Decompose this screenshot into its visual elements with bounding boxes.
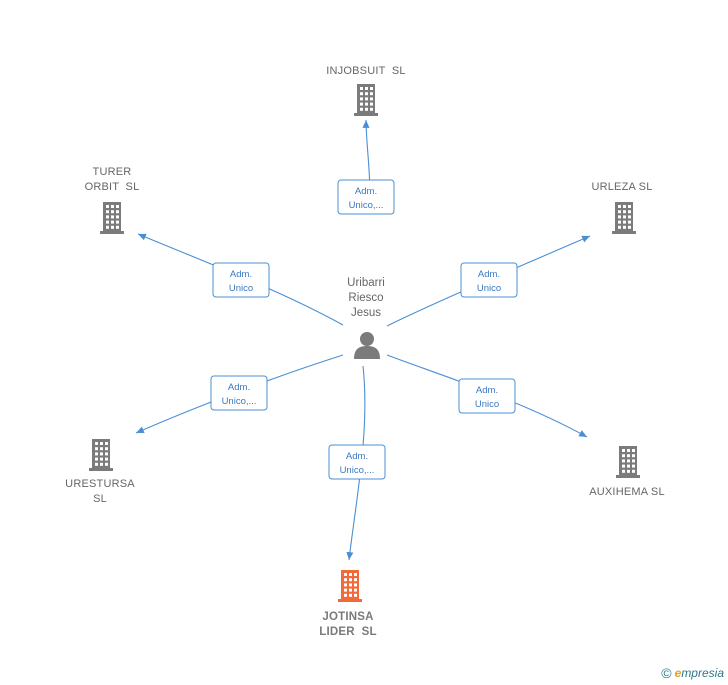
center-person-node[interactable]: Uribarri Riesco Jesus bbox=[347, 277, 385, 359]
role-text-line: Unico bbox=[475, 399, 499, 410]
company-name-line: INJOBSUIT SL bbox=[326, 65, 405, 77]
brand-first-letter: e bbox=[674, 666, 682, 680]
role-badge-urleza[interactable]: Adm. Unico bbox=[460, 262, 518, 298]
footer-brand: © empresia bbox=[661, 665, 724, 681]
role-badge-turer[interactable]: Adm. Unico bbox=[212, 262, 270, 298]
company-name-line: JOTINSA bbox=[322, 611, 373, 623]
building-icon bbox=[612, 202, 636, 234]
company-name-line: ORBIT SL bbox=[85, 181, 140, 193]
role-badge-auxihema[interactable]: Adm. Unico bbox=[458, 378, 516, 414]
role-text-line: Unico bbox=[229, 283, 253, 294]
company-name-line: TURER bbox=[93, 166, 132, 178]
person-name-line: Riesco bbox=[348, 292, 383, 304]
company-name-line: URLEZA SL bbox=[591, 181, 652, 193]
company-node-injobsuit[interactable]: INJOBSUIT SL bbox=[326, 65, 406, 116]
role-text-line: Adm. bbox=[346, 451, 368, 462]
building-icon bbox=[338, 570, 362, 602]
role-text-line: Unico,... bbox=[222, 396, 257, 407]
company-name-line: LIDER SL bbox=[319, 626, 376, 638]
role-text-line: Adm. bbox=[476, 385, 498, 396]
role-text-line: Unico,... bbox=[349, 200, 384, 211]
company-name-line: URESTURSA bbox=[65, 478, 135, 490]
company-node-auxihema[interactable]: AUXIHEMA SL bbox=[589, 446, 665, 498]
role-text-line: Adm. bbox=[230, 269, 252, 280]
role-text-line: Unico,... bbox=[340, 465, 375, 476]
brand-rest: mpresia bbox=[681, 666, 724, 680]
person-name-line: Jesus bbox=[351, 307, 381, 319]
role-badge-injobsuit[interactable]: Adm. Unico,... bbox=[337, 179, 395, 215]
roles-layer: Adm.Unico,...Adm.UnicoAdm.UnicoAdm.Unico… bbox=[210, 179, 518, 480]
building-icon bbox=[89, 439, 113, 471]
role-text-line: Adm. bbox=[228, 382, 250, 393]
person-icon bbox=[354, 332, 380, 359]
company-node-urleza[interactable]: URLEZA SL bbox=[591, 181, 652, 234]
role-badge-jotinsa[interactable]: Adm. Unico,... bbox=[328, 444, 386, 480]
role-text-line: Adm. bbox=[355, 186, 377, 197]
company-name-line: SL bbox=[93, 493, 107, 505]
company-node-urestursa[interactable]: URESTURSA SL bbox=[65, 439, 135, 505]
building-icon bbox=[616, 446, 640, 478]
role-text-line: Unico bbox=[477, 283, 501, 294]
company-name-line: AUXIHEMA SL bbox=[589, 486, 665, 498]
person-name-line: Uribarri bbox=[347, 277, 385, 289]
building-icon bbox=[354, 84, 378, 116]
building-icon bbox=[100, 202, 124, 234]
nodes-layer: INJOBSUIT SL URLEZA SL AUXIHEMA SL JOTINSA L… bbox=[65, 65, 665, 638]
copyright-symbol: © bbox=[661, 665, 672, 681]
company-node-turer[interactable]: TURER ORBIT SL bbox=[85, 166, 140, 234]
role-badge-urestursa[interactable]: Adm. Unico,... bbox=[210, 375, 268, 411]
role-text-line: Adm. bbox=[478, 269, 500, 280]
brand-logo: empresia bbox=[675, 666, 724, 680]
company-node-jotinsa[interactable]: JOTINSA LIDER SL bbox=[319, 570, 376, 638]
